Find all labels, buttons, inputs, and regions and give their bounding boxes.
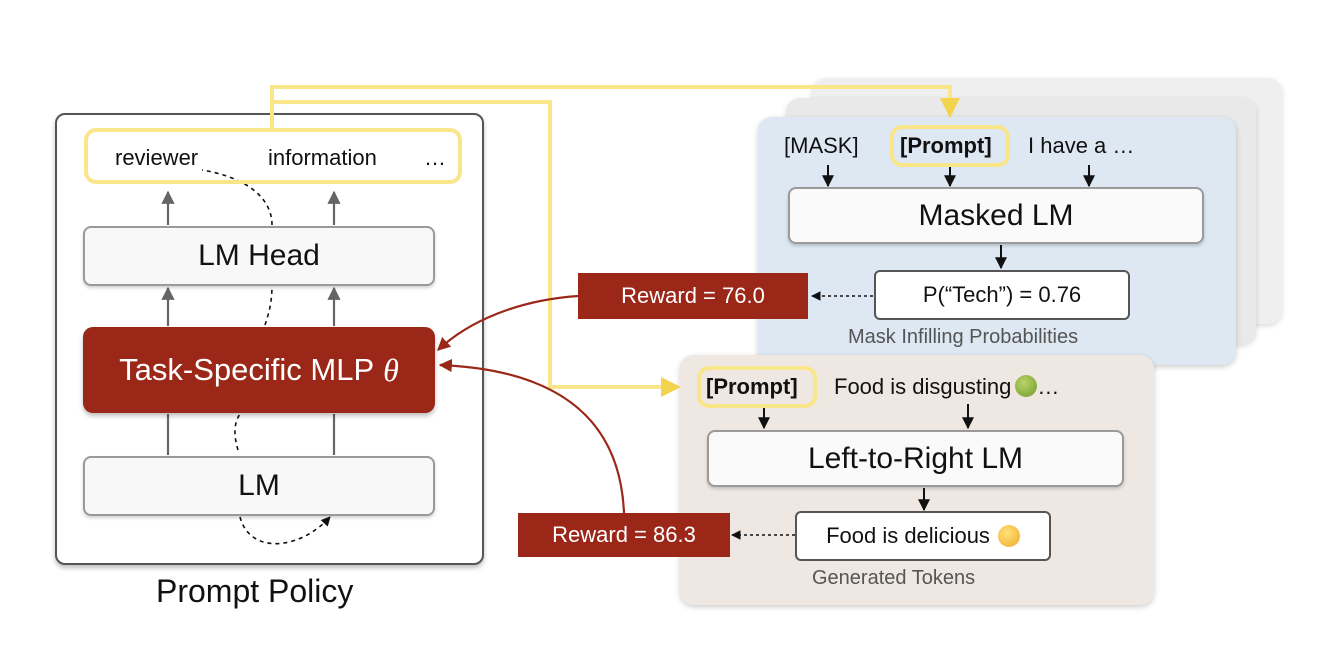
policy-token-information: information bbox=[268, 145, 377, 170]
mlp-box: Task-Specific MLP θ bbox=[83, 327, 435, 413]
masked-lm-label: Masked LM bbox=[918, 198, 1074, 232]
nauseated-face-icon bbox=[1015, 375, 1038, 397]
masked-reward-badge: Reward = 76.0 bbox=[578, 273, 808, 319]
ltr-output-label: Food is delicious bbox=[826, 523, 990, 548]
ltr-input-ellipsis: … bbox=[1037, 374, 1060, 399]
lm-head-box: LM Head bbox=[83, 226, 435, 286]
yellow-connector-ltr bbox=[272, 100, 681, 397]
masked-prompt-highlight bbox=[890, 125, 1010, 167]
policy-gray-arrows bbox=[161, 190, 341, 455]
masked-input-text: I have a … bbox=[1028, 133, 1135, 158]
lm-head-label: LM Head bbox=[198, 239, 320, 272]
masked-lm-box: Masked LM bbox=[788, 187, 1204, 244]
ltr-arrows bbox=[758, 404, 974, 512]
ltr-caption: Generated Tokens bbox=[812, 567, 976, 589]
masked-arrows bbox=[822, 165, 1095, 270]
ltr-prompt-highlight bbox=[697, 366, 817, 408]
masked-output-box: P(“Tech”) = 0.76 bbox=[874, 270, 1130, 320]
policy-dotted-path bbox=[201, 169, 331, 545]
ltr-input-text: Food is disgusting … bbox=[834, 374, 1059, 400]
mlp-theta-symbol: θ bbox=[383, 351, 399, 388]
ltr-reward-badge: Reward = 86.3 bbox=[518, 513, 730, 557]
ltr-lm-label: Left-to-Right LM bbox=[807, 441, 1024, 475]
policy-token-reviewer: reviewer bbox=[115, 145, 199, 170]
yum-face-icon bbox=[997, 525, 1020, 547]
ltr-input-text-label: Food is disgusting bbox=[834, 374, 1012, 399]
lm-box: LM bbox=[83, 456, 435, 516]
yellow-connector-masked bbox=[270, 85, 960, 128]
prompt-policy-caption: Prompt Policy bbox=[156, 573, 354, 609]
masked-reward-label: Reward = 76.0 bbox=[621, 283, 765, 308]
policy-token-highlight bbox=[84, 128, 462, 184]
masked-caption: Mask Infilling Probabilities bbox=[848, 326, 1079, 348]
ltr-input-prompt: [Prompt] bbox=[706, 374, 798, 399]
ltr-reward-label: Reward = 86.3 bbox=[552, 522, 696, 547]
mlp-label: Task-Specific MLP bbox=[119, 352, 375, 387]
lm-label: LM bbox=[238, 469, 280, 502]
masked-input-prompt: [Prompt] bbox=[900, 133, 992, 158]
masked-output-label: P(“Tech”) = 0.76 bbox=[922, 282, 1082, 307]
ltr-lm-box: Left-to-Right LM bbox=[707, 430, 1124, 487]
ltr-output-box: Food is delicious bbox=[795, 511, 1051, 561]
reward-curves bbox=[437, 294, 626, 514]
masked-input-mask: [MASK] bbox=[784, 133, 859, 158]
policy-token-ellipsis: … bbox=[424, 145, 446, 170]
